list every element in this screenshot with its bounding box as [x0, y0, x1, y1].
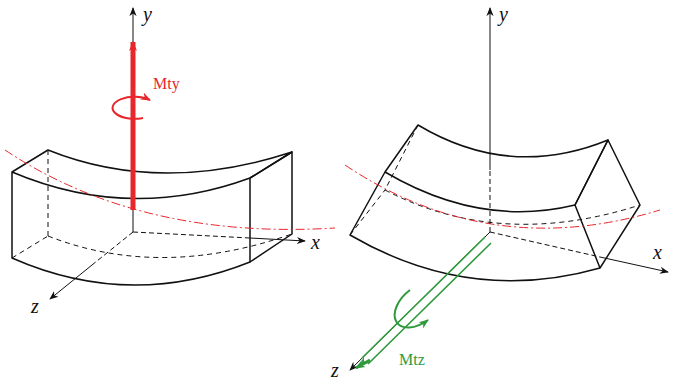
axis-label: y — [498, 4, 509, 24]
axis-label: x — [310, 232, 321, 252]
axis-label: y — [142, 4, 153, 24]
moment-label: Mtz — [398, 352, 426, 368]
axis-label: z — [30, 296, 40, 316]
axis-label: z — [330, 360, 340, 380]
axis-label: x — [652, 242, 663, 262]
moment-label: Mty — [152, 76, 181, 92]
